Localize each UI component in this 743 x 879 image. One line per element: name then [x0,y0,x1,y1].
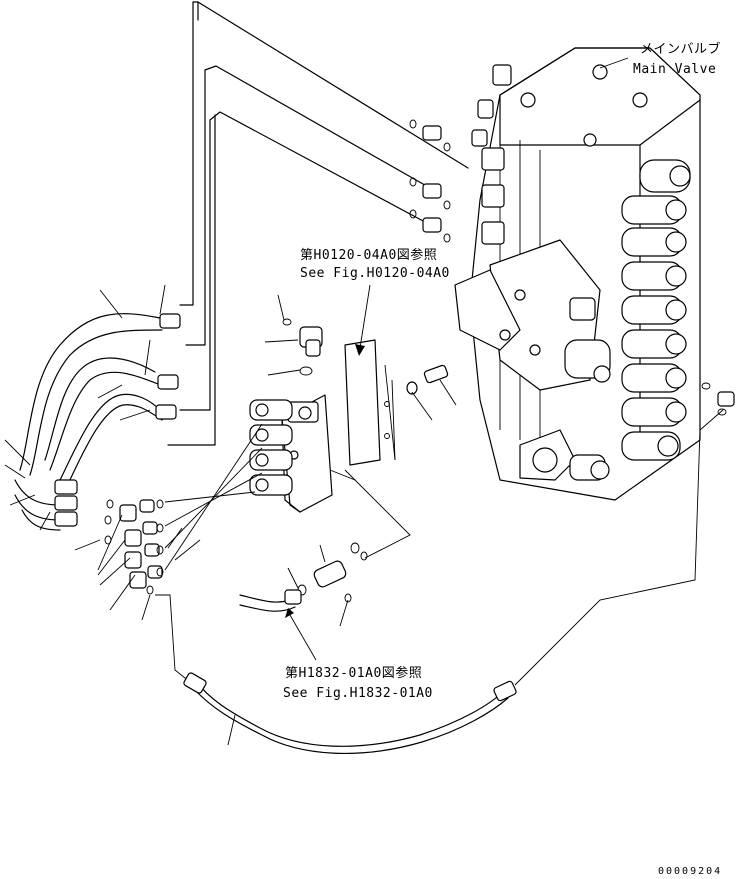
bolt-washer [406,364,449,395]
callout-leaders [4,284,457,746]
center-valve-block [249,394,333,513]
main-valve-label-en: Main Valve [633,62,717,77]
upper-pipe-lines [167,1,469,446]
elbow-fittings [282,318,323,376]
return-lines [155,409,724,686]
hose-bundle [14,313,181,531]
lower-center-fitting [239,542,368,612]
main-valve-label-jp: メインバルブ [640,42,722,57]
reference-top-en: See Fig.H0120-04A0 [300,266,450,281]
reference-bottom-jp: 第H1832-01A0図参照 [285,666,423,681]
lower-left-fittings [104,423,263,595]
reference-top-jp: 第H0120-04A0図参照 [300,248,438,263]
bracket-plate [344,339,396,466]
main-valve [454,47,735,501]
upper-fittings [409,119,451,243]
drawing-number: 00009204 [658,866,723,877]
reference-bottom-en: See Fig.H1832-01A0 [283,686,433,701]
spool-caps [621,159,691,461]
reference-arrows [285,57,629,661]
bottom-hose [183,672,517,754]
